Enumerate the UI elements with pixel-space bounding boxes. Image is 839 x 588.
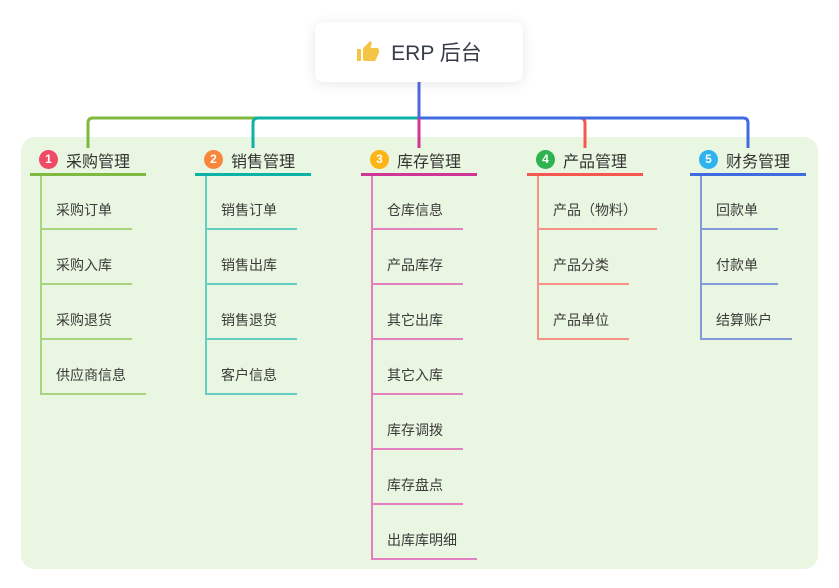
child-node[interactable]: 采购退货 [40,311,132,340]
branch-product: 4 产品管理 产品（物料） 产品分类 产品单位 [527,146,657,340]
branch-label: 财务管理 [726,153,791,171]
child-node[interactable]: 库存盘点 [371,476,463,505]
mindmap-panel [21,137,818,569]
branch-trunk-line [371,176,373,560]
child-node[interactable]: 结算账户 [700,311,792,340]
branch-trunk-line [205,176,207,395]
branch-number-badge: 3 [370,150,389,169]
child-node[interactable]: 付款单 [700,256,778,285]
branch-label: 销售管理 [231,153,296,171]
child-node[interactable]: 产品单位 [537,311,629,340]
branch-finance: 5 财务管理 回款单 付款单 结算账户 [690,146,806,340]
branch-trunk-line [40,176,42,395]
child-node[interactable]: 仓库信息 [371,201,463,230]
child-node[interactable]: 其它入库 [371,366,463,395]
branch-inventory: 3 库存管理 仓库信息 产品库存 其它出库 其它入库 库存调拨 库存盘点 出库库… [361,146,477,560]
branch-node-product[interactable]: 4 产品管理 [527,146,643,176]
branch-node-purchase[interactable]: 1 采购管理 [30,146,146,176]
branch-trunk-line [537,176,539,340]
branch-number-badge: 1 [39,150,58,169]
branch-node-inventory[interactable]: 3 库存管理 [361,146,477,176]
child-node[interactable]: 其它出库 [371,311,463,340]
branch-node-sales[interactable]: 2 销售管理 [195,146,311,176]
root-node[interactable]: ERP 后台 [315,22,523,82]
child-node[interactable]: 客户信息 [205,366,297,395]
branch-label: 采购管理 [66,153,131,171]
root-label: ERP 后台 [391,42,482,65]
child-node[interactable]: 销售退货 [205,311,297,340]
branch-trunk-line [700,176,702,340]
branch-node-finance[interactable]: 5 财务管理 [690,146,806,176]
branch-label: 库存管理 [397,153,462,171]
child-node[interactable]: 采购订单 [40,201,132,230]
child-node[interactable]: 库存调拨 [371,421,463,450]
branch-number-badge: 4 [536,150,555,169]
child-node[interactable]: 出库库明细 [371,531,477,560]
child-node[interactable]: 回款单 [700,201,778,230]
branch-number-badge: 5 [699,150,718,169]
thumbs-up-icon [357,41,380,61]
branch-label: 产品管理 [563,153,628,171]
branch-number-badge: 2 [204,150,223,169]
child-node[interactable]: 产品分类 [537,256,629,285]
child-node[interactable]: 产品（物料） [537,201,657,230]
child-node[interactable]: 销售订单 [205,201,297,230]
branch-purchase: 1 采购管理 采购订单 采购入库 采购退货 供应商信息 [30,146,146,395]
child-node[interactable]: 产品库存 [371,256,463,285]
child-node[interactable]: 供应商信息 [40,366,146,395]
branch-sales: 2 销售管理 销售订单 销售出库 销售退货 客户信息 [195,146,311,395]
child-node[interactable]: 销售出库 [205,256,297,285]
child-node[interactable]: 采购入库 [40,256,132,285]
